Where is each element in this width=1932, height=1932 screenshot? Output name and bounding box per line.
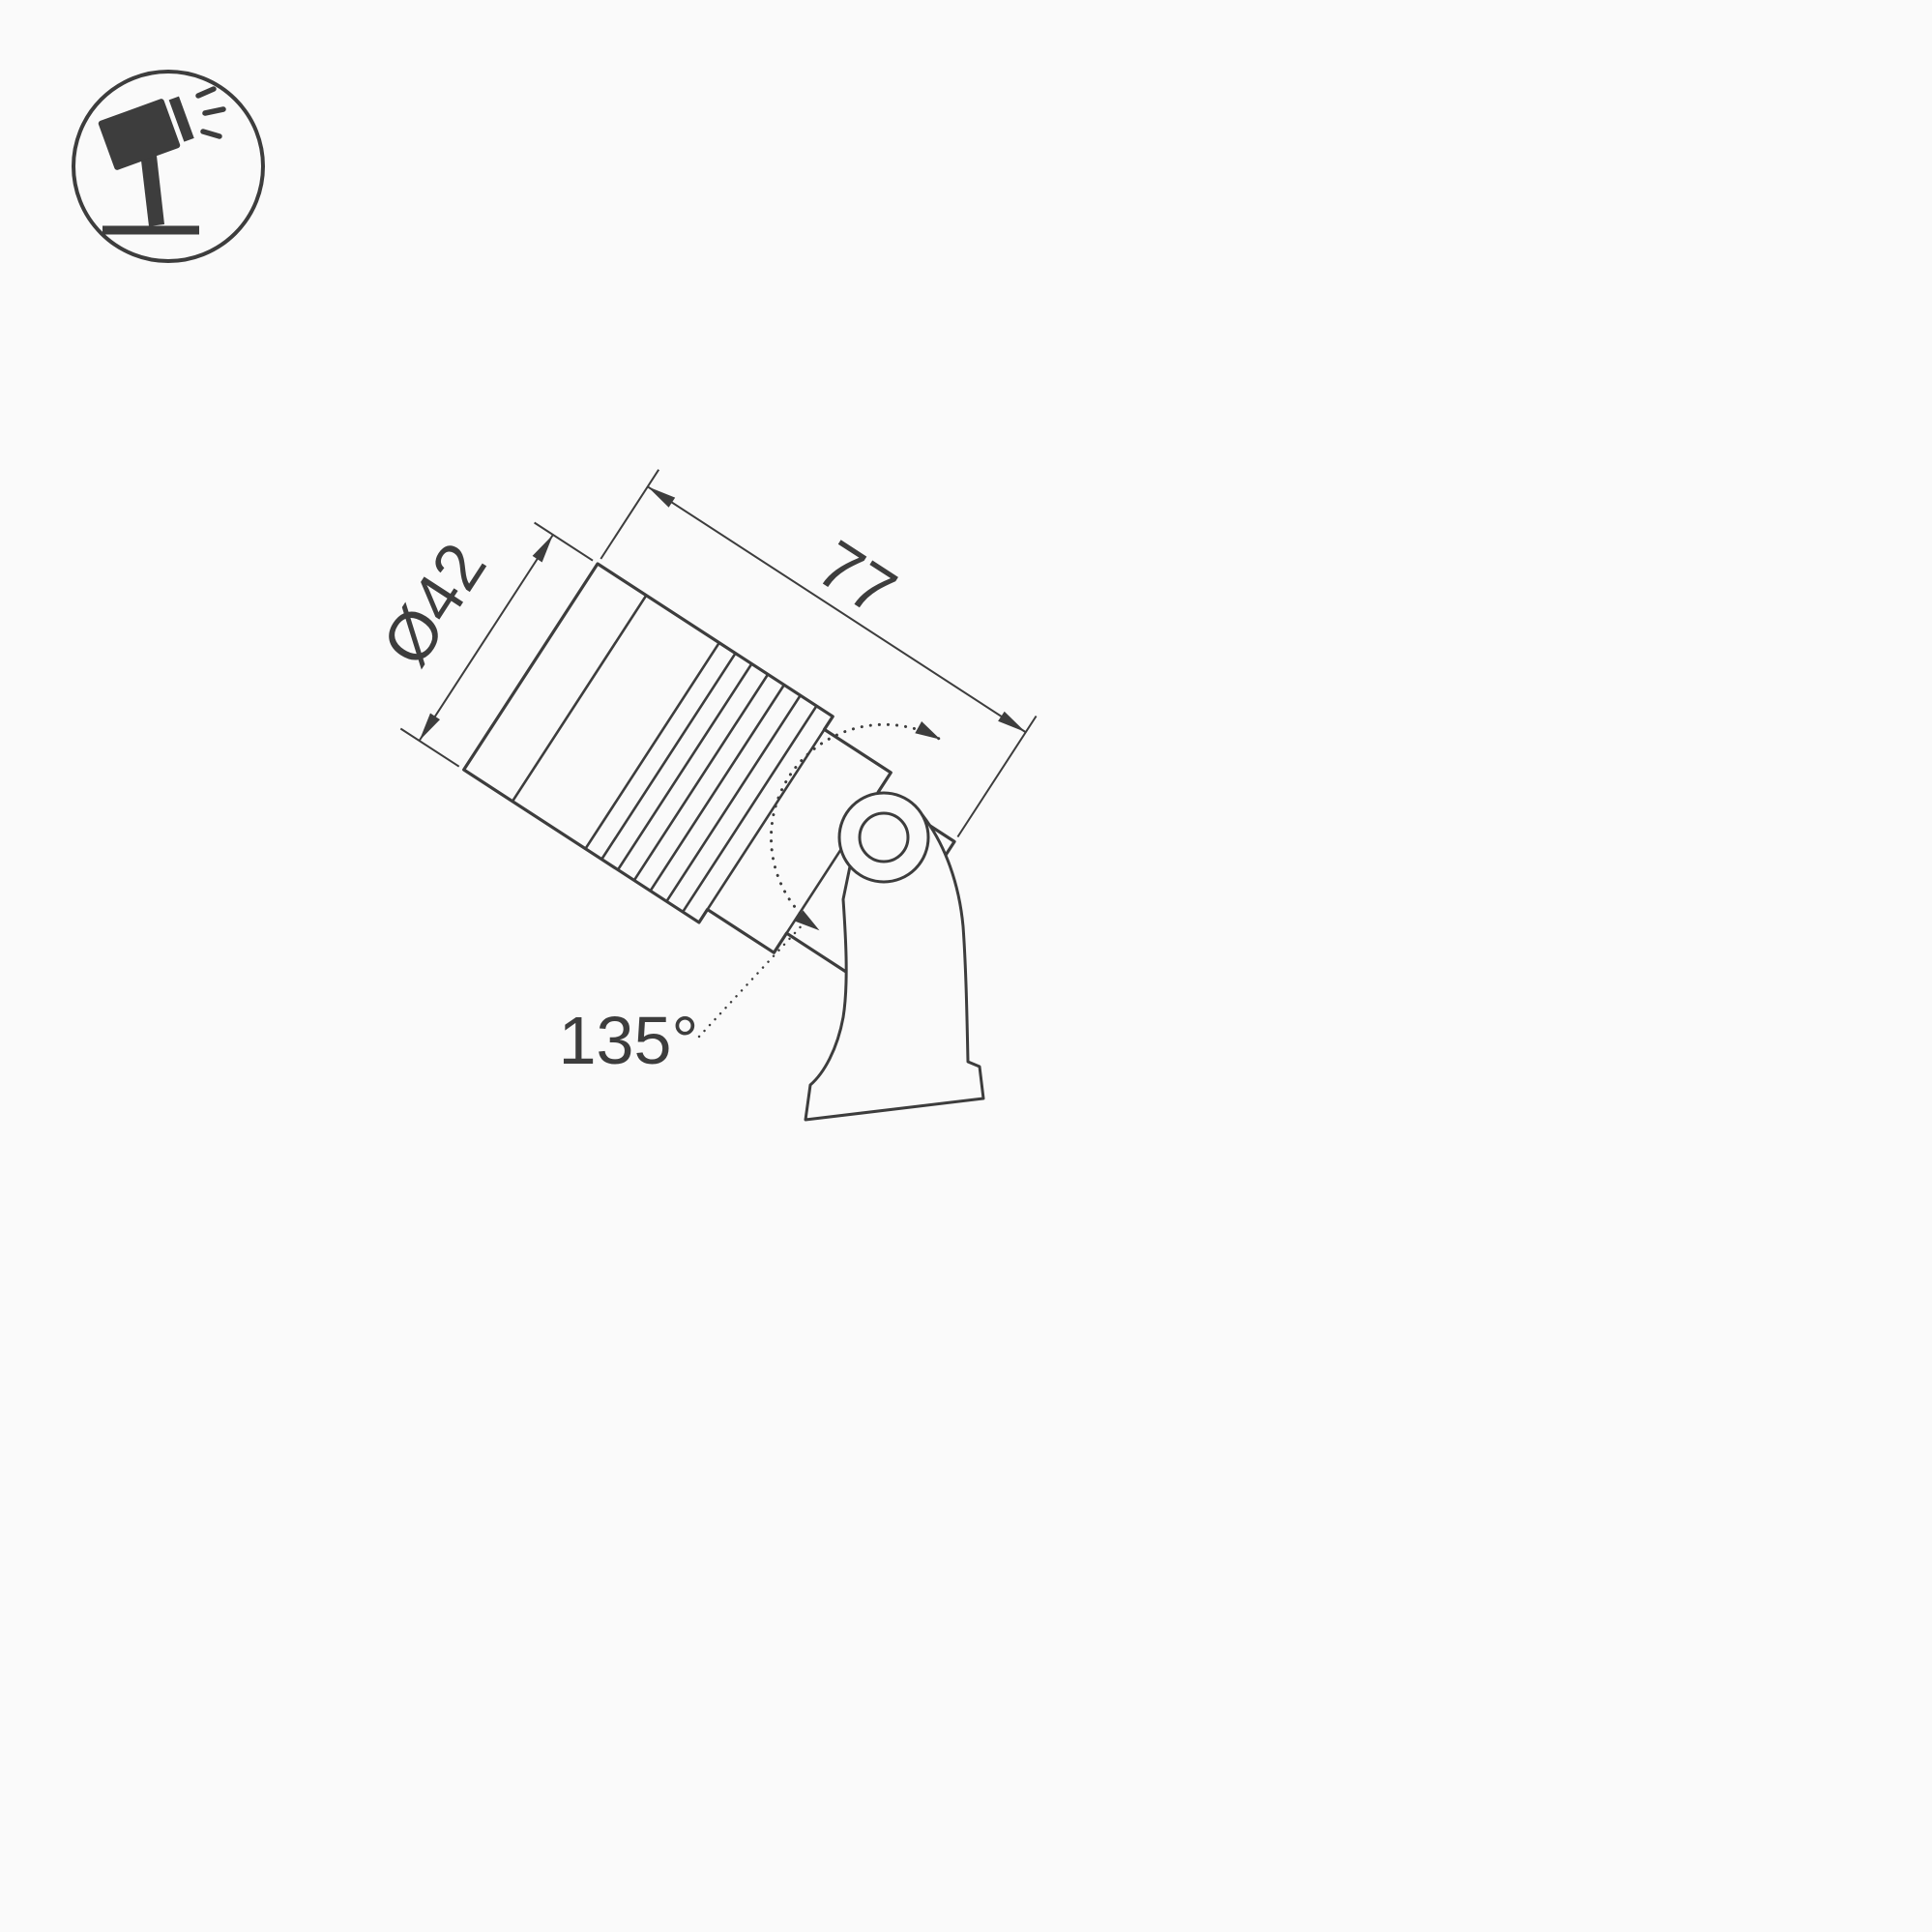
spotlight-head [98, 96, 194, 170]
arrowhead-icon [419, 713, 440, 741]
extension-line [399, 727, 460, 768]
spotlight-stem-shape [141, 156, 164, 226]
extension-line [534, 521, 594, 562]
spotlight-lens-shape [168, 96, 194, 142]
arrowhead-icon [532, 535, 553, 563]
diameter-label: Ø42 [367, 530, 500, 678]
length-label: 77 [805, 526, 909, 630]
spotlight-body-shape [98, 99, 181, 170]
pivot-outer-circle [837, 791, 930, 884]
icon-circle-border [72, 70, 265, 263]
dimension-line [647, 485, 1027, 733]
angle-dimension: 135° [559, 721, 941, 1078]
light-rays-icon [195, 86, 226, 139]
angle-label: 135° [559, 1003, 699, 1078]
artwork: Ø42 77 135° [72, 70, 1038, 1122]
rotation-arc [770, 722, 941, 931]
pivot-inner-circle [858, 811, 910, 864]
arrowhead-icon [915, 721, 941, 740]
extension-line [600, 469, 660, 560]
dimension-line [418, 534, 554, 742]
mounting-bracket [804, 813, 985, 1122]
arrowhead-icon [647, 486, 676, 508]
lamp-body [462, 562, 956, 984]
arrowhead-icon [998, 711, 1026, 733]
adjustable-spotlight-icon [72, 70, 265, 263]
arrowhead-icon [795, 910, 820, 931]
lamp-section-lines [511, 594, 880, 934]
leader-line [697, 920, 807, 1039]
extension-line [956, 715, 1038, 838]
